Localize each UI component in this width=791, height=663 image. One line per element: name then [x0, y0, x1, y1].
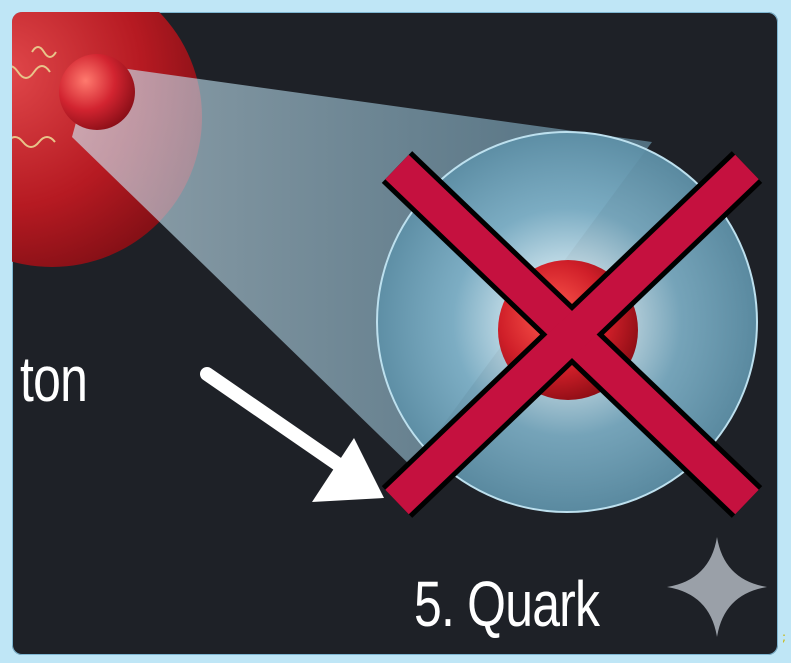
- illustration-svg: [12, 12, 778, 655]
- corner-mark: ;: [782, 630, 786, 644]
- four-point-star-icon: [667, 537, 767, 637]
- physics-illustration: ton 5. Quark: [12, 12, 778, 655]
- particle-label-partial: ton: [20, 347, 87, 411]
- small-particle: [59, 54, 135, 130]
- quark-label: 5. Quark: [414, 572, 599, 636]
